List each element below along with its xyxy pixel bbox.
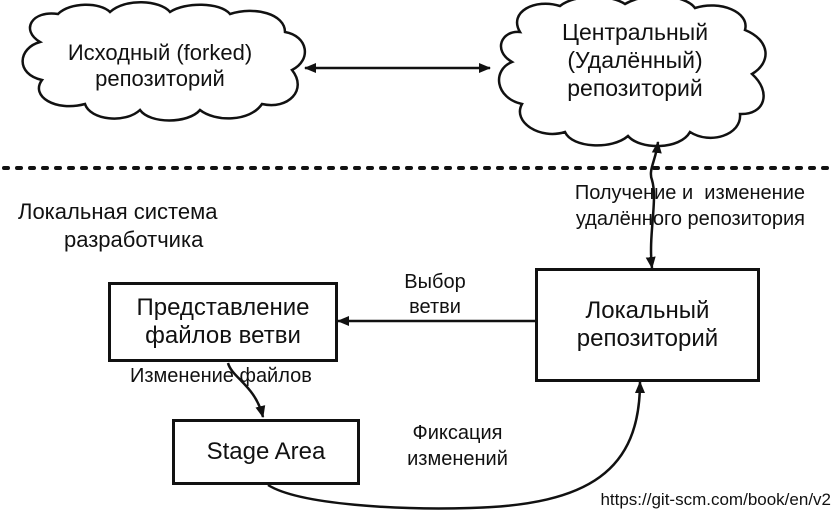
- central-repo-line3: репозиторий: [567, 75, 703, 101]
- central-repo-line2: (Удалённый): [567, 47, 703, 73]
- commit-label-line2: изменений: [407, 448, 508, 470]
- local-repo-line2: репозиторий: [576, 325, 719, 352]
- edit-arrow: [226, 362, 266, 418]
- local-system-label: Локальная система разработчика: [18, 198, 217, 254]
- checkout-label: Выбор ветви: [380, 270, 490, 320]
- local-repo-line1: Локальный: [585, 297, 710, 324]
- commit-label: Фиксация изменений: [385, 420, 530, 472]
- commit-arrow: [267, 381, 645, 510]
- fetch-label: Получение и изменение удалённого репозит…: [505, 180, 805, 232]
- stage-area-box: Stage Area: [172, 419, 360, 485]
- central-cloud-shape: [497, 0, 767, 148]
- source-url: https://git-scm.com/book/en/v2: [600, 490, 831, 509]
- forked-repo-label: Исходный (forked) репозиторий: [30, 40, 290, 92]
- checkout-label-line2: ветви: [409, 296, 461, 318]
- fetch-label-line2: удалённого репозитория: [575, 208, 805, 230]
- central-repo-line1: Центральный: [561, 19, 709, 45]
- forked-repo-line1: Исходный (forked): [67, 40, 253, 65]
- branch-view-line1: Представление: [136, 294, 310, 321]
- fetch-arrow: [645, 141, 662, 269]
- forked-repo-line2: репозиторий: [95, 66, 225, 91]
- branch-view-box: Представление файлов ветви: [108, 282, 338, 362]
- local-system-line2: разработчика: [64, 227, 204, 252]
- fetch-label-line1: Получение и изменение: [574, 182, 805, 204]
- stage-area-label: Stage Area: [206, 438, 326, 465]
- commit-label-line1: Фиксация: [412, 422, 503, 444]
- edit-files-label: Изменение файлов: [130, 365, 312, 387]
- branch-view-line2: файлов ветви: [145, 322, 301, 349]
- local-repo-box: Локальный репозиторий: [535, 268, 760, 382]
- local-system-line1: Локальная система: [18, 199, 218, 224]
- forked-cloud-shape: [21, 1, 307, 122]
- checkout-label-line1: Выбор: [404, 271, 466, 293]
- central-repo-label: Центральный (Удалённый) репозиторий: [515, 18, 755, 102]
